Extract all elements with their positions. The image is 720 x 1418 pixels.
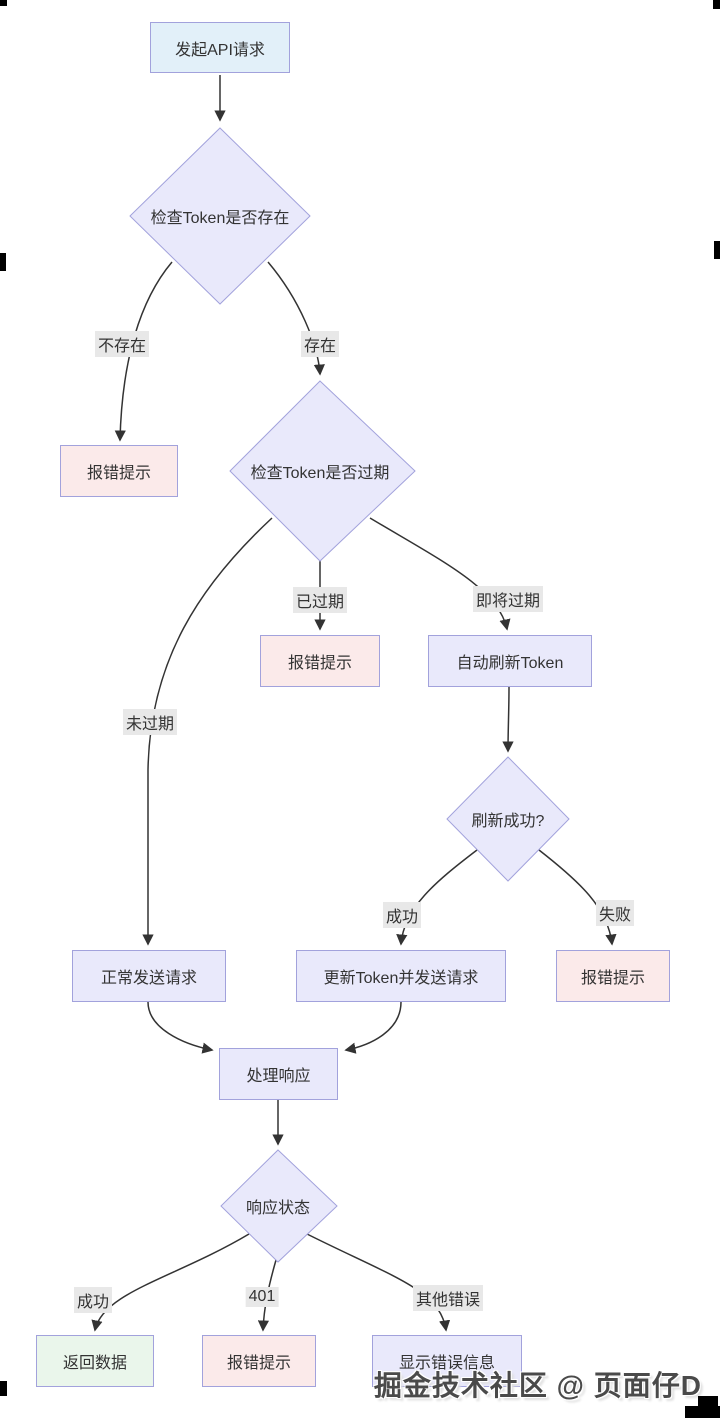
node-return-data: 返回数据: [36, 1335, 154, 1387]
diamond-check-token-exists: [129, 127, 311, 305]
crop-mark-top-right: [713, 0, 720, 9]
edge-autorefresh-to-ok: [502, 686, 514, 753]
node-error-4: 报错提示: [202, 1335, 316, 1387]
crop-mark-bottom-right-bar: [685, 1406, 720, 1418]
edge-to-autorefresh: [369, 517, 511, 631]
diamond-label-check-exists: 检查Token是否存在: [150, 210, 290, 227]
diamond-check-token-expired: [229, 380, 416, 562]
node-error-2: 报错提示: [260, 635, 380, 687]
edge-group: [91, 75, 617, 1332]
node-handle-response: 处理响应: [219, 1048, 338, 1100]
edge-ok-to-updatesend: [396, 849, 478, 946]
node-start: 发起API请求: [150, 22, 290, 73]
crop-mark-left-edge: [0, 253, 6, 271]
edge-checkexist-to-expired: [267, 261, 325, 376]
node-error-3: 报错提示: [556, 950, 670, 1002]
crop-mark-bottom-left: [0, 1381, 7, 1396]
crop-mark-top-left: [0, 0, 7, 6]
diamond-refresh-success: [446, 756, 570, 882]
edge-ok-to-error3: [538, 849, 617, 946]
edge-label-refresh-success: 成功: [382, 902, 422, 928]
edge-send-to-handle: [147, 1001, 214, 1054]
edge-label-resp-other: 其他错误: [412, 1285, 484, 1311]
crop-mark-right-edge: [714, 241, 720, 259]
edge-updatesend-to-handle: [344, 1001, 402, 1054]
watermark: 掘金技术社区 @ 页面仔D: [373, 1370, 702, 1401]
edge-label-resp-401: 401: [245, 1287, 279, 1307]
edge-label-not-exist: 不存在: [94, 331, 150, 357]
edge-label-refresh-fail: 失败: [595, 900, 635, 926]
crop-mark-bottom-right-square: [698, 1396, 718, 1408]
edge-label-expired: 已过期: [292, 587, 348, 613]
node-auto-refresh: 自动刷新Token: [428, 635, 592, 687]
edge-status-to-return: [91, 1233, 250, 1332]
diamond-label-response-status: 响应状态: [245, 1200, 311, 1217]
edge-notexpired-to-send: [142, 517, 273, 946]
edge-label-resp-success: 成功: [73, 1287, 113, 1313]
edge-label-expiring: 即将过期: [472, 586, 544, 612]
edge-label-exist: 存在: [300, 331, 340, 357]
node-send-normal: 正常发送请求: [72, 950, 226, 1002]
node-show-error: 显示错误信息: [372, 1335, 522, 1387]
diamond-group: [129, 127, 570, 1263]
diamond-label-refresh-ok: 刷新成功?: [471, 813, 545, 830]
node-error-1: 报错提示: [60, 445, 178, 497]
diamond-response-status: [220, 1149, 338, 1263]
diamond-label-check-expired: 检查Token是否过期: [250, 465, 390, 482]
edge-label-not-expired: 未过期: [122, 709, 178, 735]
edge-status-to-showerror: [306, 1233, 451, 1332]
node-update-send: 更新Token并发送请求: [296, 950, 506, 1002]
